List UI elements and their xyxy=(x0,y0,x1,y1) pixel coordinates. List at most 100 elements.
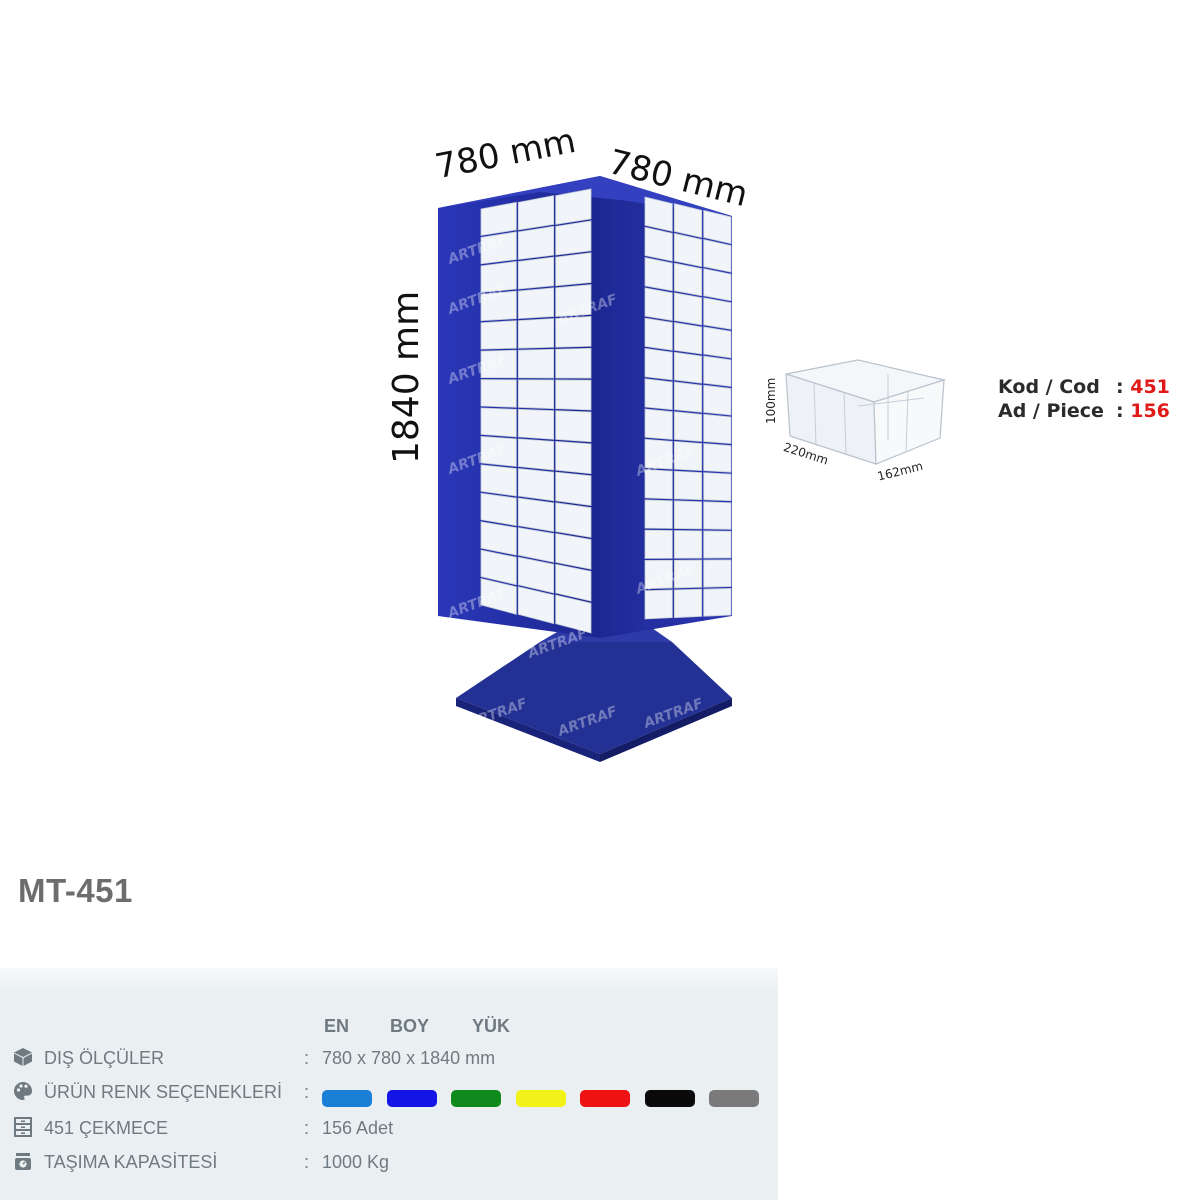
drawer-cell xyxy=(644,438,673,470)
drawer-height-label: 100mm xyxy=(764,377,778,424)
drawer-cell xyxy=(703,472,732,502)
drawer-cell xyxy=(480,231,517,265)
drawer-cell xyxy=(673,322,703,355)
drawer-cell xyxy=(673,470,703,501)
right-face-drawer-grid xyxy=(644,196,732,620)
color-swatch[interactable] xyxy=(451,1090,501,1107)
drawer-cell xyxy=(480,549,517,586)
drawers-icon xyxy=(14,1117,32,1137)
column-header-boy: BOY xyxy=(390,1016,430,1036)
drawer-cell xyxy=(703,384,732,416)
drawer-cell xyxy=(644,589,673,620)
drawer-cell xyxy=(480,290,517,322)
drawer-cell xyxy=(517,318,555,349)
drawer-cell xyxy=(673,530,703,559)
drawer-cell xyxy=(480,492,517,527)
drawer-cell xyxy=(703,326,732,359)
drawer-cell xyxy=(555,284,592,317)
drawer-cell xyxy=(480,349,517,379)
drawer-cell xyxy=(517,497,555,532)
spec-panel: EN BOY YÜK DIŞ ÖLÇÜLER : 780 x 780 x 184… xyxy=(0,968,778,1200)
spec-label: ÜRÜN RENK SEÇENEKLERİ xyxy=(44,1082,283,1102)
drawer-cell xyxy=(673,440,703,472)
spec-row-colors: ÜRÜN RENK SEÇENEKLERİ : xyxy=(0,1078,778,1108)
drawer-piece-label: Ad / Piece xyxy=(998,400,1104,422)
color-swatch[interactable] xyxy=(709,1090,759,1107)
drawer-code-row: Kod / Cod: 451 xyxy=(998,376,1170,398)
drawer-cell xyxy=(644,559,673,590)
drawer-cell xyxy=(517,195,555,231)
spec-colon: : xyxy=(304,1082,310,1102)
drawer-cell xyxy=(480,320,517,350)
drawer-cell xyxy=(673,411,703,442)
drawer-cell xyxy=(644,257,673,292)
drawer-cell xyxy=(517,348,555,379)
drawer-cell xyxy=(517,408,555,440)
drawer-cell xyxy=(703,413,732,445)
drawer-cell xyxy=(480,578,517,615)
spec-value: 156 Adet xyxy=(322,1118,394,1138)
drawer-cell xyxy=(555,563,592,602)
spec-row-dimensions: DIŞ ÖLÇÜLER : 780 x 780 x 1840 mm xyxy=(0,1044,778,1074)
drawer-piece-value: 156 xyxy=(1130,400,1170,422)
drawer-cell xyxy=(517,287,555,320)
spec-colon: : xyxy=(304,1118,310,1138)
color-swatch[interactable] xyxy=(386,1090,437,1107)
drawer-cell xyxy=(555,188,592,225)
spec-value: 780 x 780 x 1840 mm xyxy=(322,1048,496,1068)
spec-colon: : xyxy=(304,1048,310,1068)
drawer-cell xyxy=(644,499,673,529)
drawer-cell xyxy=(644,408,673,440)
drawer-cell xyxy=(555,347,592,379)
spec-label: 451 ÇEKMECE xyxy=(44,1118,169,1138)
drawer-cell xyxy=(480,261,517,293)
drawer-cell xyxy=(703,588,732,617)
drawer-cell xyxy=(644,226,673,262)
drawer-code-value: 451 xyxy=(1130,376,1170,398)
drawer-cell xyxy=(703,443,732,473)
spec-row-drawers: 451 ÇEKMECE : 156 Adet xyxy=(0,1114,778,1144)
drawer-cell xyxy=(644,317,673,351)
spec-row-capacity: TAŞIMA KAPASİTESİ : 1000 Kg xyxy=(0,1148,778,1178)
drawer-cell xyxy=(517,379,555,410)
drawer-cell xyxy=(644,347,673,381)
drawer-cell xyxy=(644,287,673,321)
spec-label: TAŞIMA KAPASİTESİ xyxy=(44,1152,218,1172)
drawer-piece-row: Ad / Piece: 156 xyxy=(998,400,1170,422)
color-swatch[interactable] xyxy=(322,1090,372,1107)
drawer-cell xyxy=(480,407,517,438)
drawer-cell xyxy=(517,438,555,471)
color-swatch[interactable] xyxy=(580,1090,630,1107)
drawer-cell xyxy=(480,464,517,497)
drawer-cell xyxy=(673,500,703,530)
drawer-cell xyxy=(480,521,517,556)
drawer-cell xyxy=(673,292,703,326)
spec-label: DIŞ ÖLÇÜLER xyxy=(44,1048,165,1068)
drawer-cell xyxy=(703,501,732,530)
drawer-cell xyxy=(555,316,592,348)
drawer-cell xyxy=(517,527,555,563)
drawer-cell xyxy=(673,232,703,268)
drawer-cell xyxy=(703,530,732,559)
color-swatch[interactable] xyxy=(644,1090,695,1107)
cube-icon xyxy=(14,1048,32,1066)
color-swatch[interactable] xyxy=(515,1090,566,1107)
scale-icon xyxy=(15,1153,31,1170)
drawer-cell xyxy=(555,502,592,538)
drawer-cell xyxy=(673,381,703,413)
drawer-cell xyxy=(517,256,555,290)
drawer-cell xyxy=(555,379,592,411)
drawer-cell xyxy=(555,533,592,570)
left-face-drawer-grid xyxy=(480,188,592,634)
product-image-drawer xyxy=(785,359,947,465)
drawer-cell xyxy=(555,594,592,634)
drawer-cell xyxy=(703,297,732,330)
model-title: MT-451 xyxy=(18,872,133,909)
palette-icon xyxy=(14,1082,33,1100)
drawer-cell xyxy=(703,209,732,245)
drawer-cell xyxy=(703,559,732,588)
drawer-cell xyxy=(517,586,555,625)
spec-value: 1000 Kg xyxy=(322,1152,390,1172)
drawer-cell xyxy=(517,225,555,260)
drawer-cell xyxy=(644,378,673,411)
